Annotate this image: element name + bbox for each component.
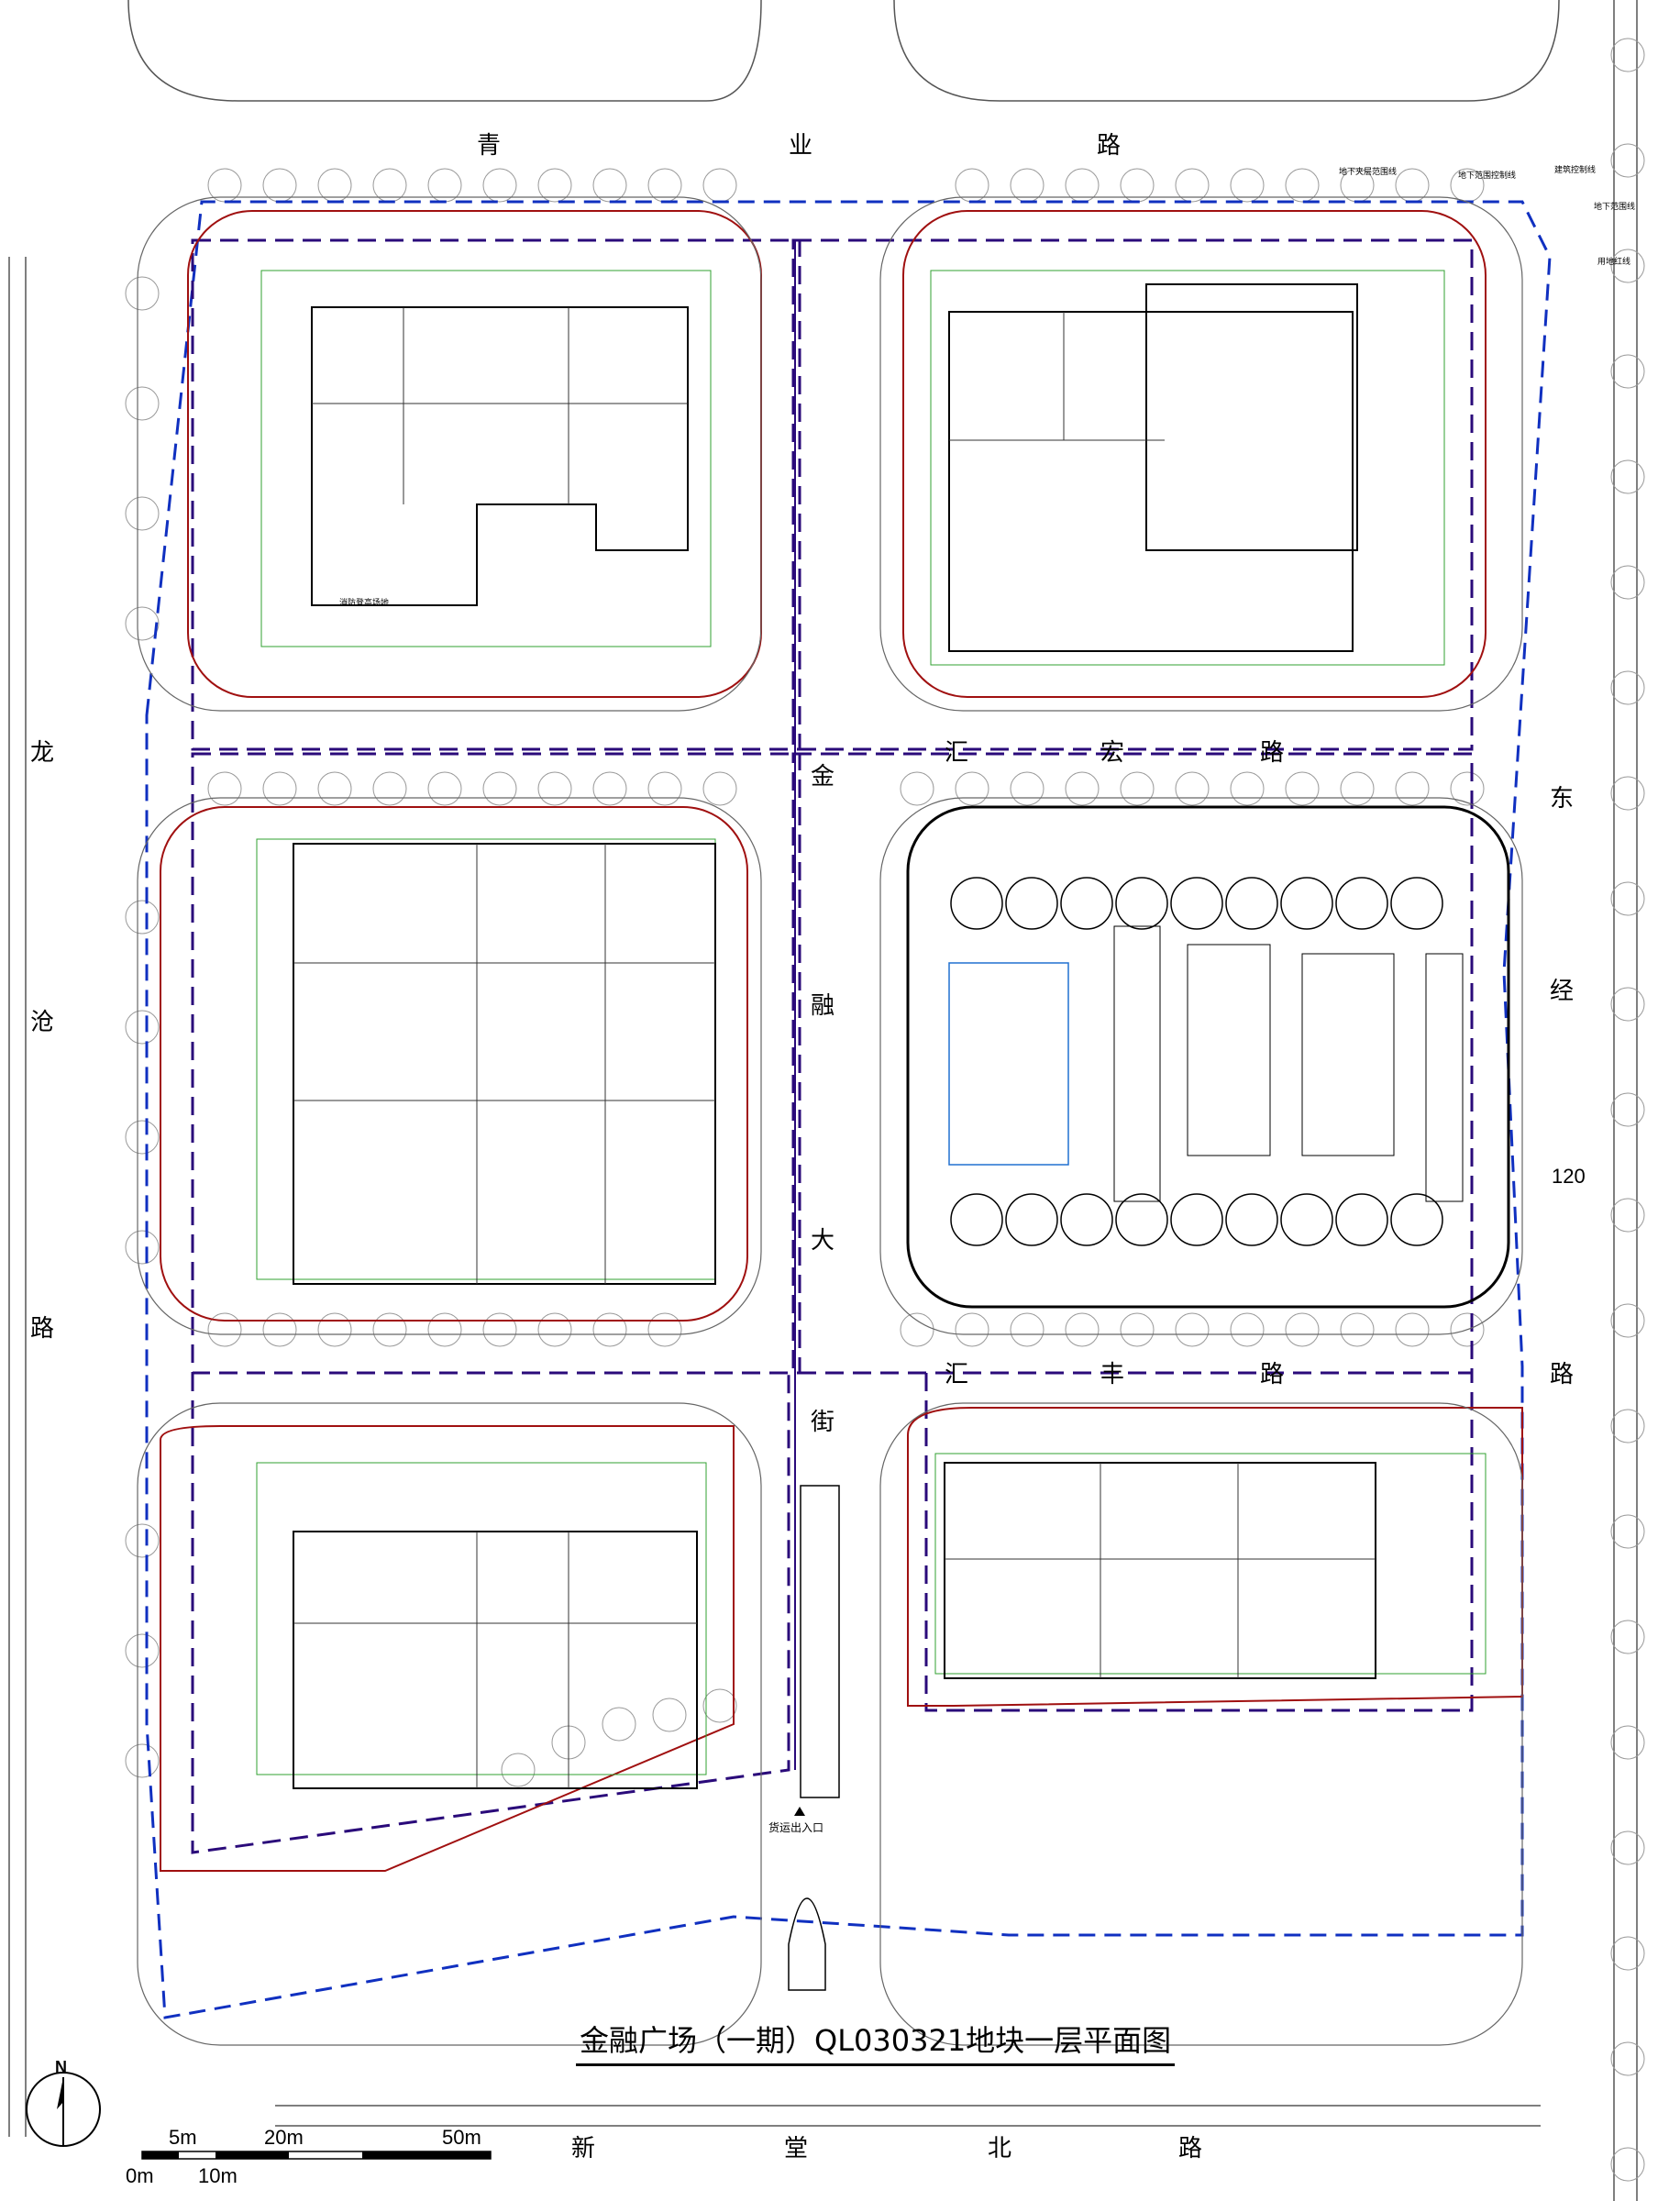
legend-basement-mezz: 地下夹层范围线	[1339, 168, 1398, 177]
blue-dashed-boundary	[145, 200, 1552, 2019]
scale-label-5m: 5m	[169, 2126, 197, 2149]
road-huifeng-1: 汇	[945, 1361, 969, 1388]
scale-label-50m: 50m	[442, 2126, 481, 2149]
block-curbs	[137, 196, 1523, 2046]
block-d-stairs	[1113, 925, 1464, 1202]
fountain	[788, 1897, 826, 1991]
road-jinrong-4: 街	[811, 1409, 835, 1436]
road-jinrong-1: 金	[811, 763, 835, 791]
purple-dashed-blocks	[191, 238, 1474, 1854]
scale-label-20m: 20m	[264, 2126, 304, 2149]
north-label: N	[55, 2058, 67, 2076]
road-dongjing-3: 120	[1552, 1165, 1586, 1188]
cargo-entry-arrow	[794, 1807, 805, 1816]
legend-property-line: 用地红线	[1597, 258, 1631, 267]
road-xintangbei-4: 路	[1178, 2135, 1203, 2162]
interior-partitions	[293, 307, 1376, 1788]
road-qingye-2: 业	[789, 132, 813, 160]
cargo-entrance-label: 货运出入口	[768, 1821, 824, 1834]
legend-basement-range: 地下范围线	[1594, 203, 1636, 212]
road-jinrong-2: 融	[811, 992, 835, 1020]
road-xintangbei-2: 堂	[784, 2135, 809, 2162]
road-jinrong-3: 大	[811, 1227, 835, 1255]
road-huihong-3: 路	[1260, 739, 1285, 767]
scale-bar	[141, 2151, 492, 2160]
block-d-plaza	[906, 805, 1510, 1309]
road-huihong-2: 宏	[1100, 739, 1125, 767]
street-trees	[125, 38, 1645, 2182]
road-qingye-3: 路	[1097, 132, 1122, 160]
road-dongjing-1: 东	[1550, 785, 1575, 813]
road-dongjing-2: 经	[1550, 978, 1575, 1005]
road-longcang-2: 沧	[30, 1009, 55, 1036]
road-huifeng-2: 丰	[1100, 1361, 1125, 1388]
scale-label-10m: 10m	[198, 2164, 238, 2187]
scale-label-0m: 0m	[126, 2164, 154, 2187]
road-longcang-1: 龙	[30, 739, 55, 767]
building-footprints	[293, 283, 1376, 1789]
block-d-pool	[948, 962, 1069, 1166]
legend-basement-control: 地下范围控制线	[1458, 171, 1517, 181]
north-arrow-head	[57, 2077, 63, 2109]
red-property-lines	[160, 210, 1523, 1872]
road-huifeng-3: 路	[1260, 1361, 1285, 1388]
road-xintangbei-1: 新	[571, 2135, 596, 2162]
drawing-title: 金融广场（一期）QL030321地块一层平面图	[576, 2018, 1176, 2066]
road-dongjing-4: 路	[1550, 1361, 1575, 1388]
fire-climbing-area-label: 消防登高场地	[339, 599, 390, 608]
road-qingye-1: 青	[477, 132, 502, 160]
road-longcang-3: 路	[30, 1315, 55, 1343]
avenue-median	[800, 1485, 840, 1798]
road-xintangbei-3: 北	[988, 2135, 1012, 2162]
legend-building-control: 建筑控制线	[1554, 166, 1597, 175]
green-setback-lines	[256, 270, 1487, 1775]
block-d-columns	[950, 877, 1443, 1246]
road-huihong-1: 汇	[945, 739, 969, 767]
